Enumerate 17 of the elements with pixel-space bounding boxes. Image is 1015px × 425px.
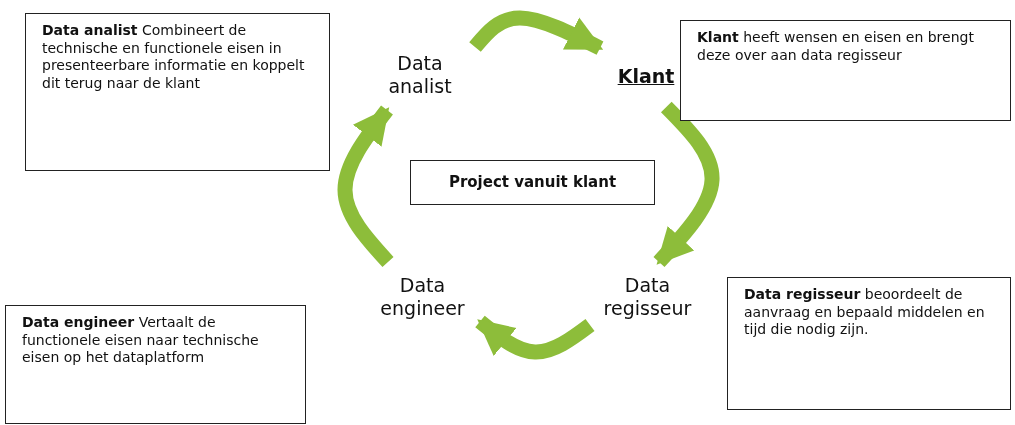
role-label: Data regisseur	[602, 274, 693, 320]
curved-arrow	[475, 315, 595, 360]
description-box	[5, 305, 306, 424]
role-label: Data analist	[387, 52, 453, 98]
description-box	[680, 20, 1011, 121]
description-text: Data regisseur beoordeelt de aanvraag en bepaald middelen en tijd die nodig zijn.	[744, 286, 986, 339]
description-text: Klant heeft wensen en eisen en brengt deze over aan data regisseur	[697, 29, 975, 64]
description-box	[727, 277, 1011, 410]
title-text: Project vanuit klant	[448, 173, 617, 192]
curved-arrow	[653, 101, 720, 268]
role-label: Data engineer	[379, 274, 466, 320]
description-box	[25, 13, 330, 171]
title-box	[410, 160, 655, 205]
curved-arrow	[337, 105, 394, 268]
description-text: Data engineer Vertaalt de functionele eisen naar technische eisen op het dataplatform	[22, 314, 260, 367]
description-text: Data analist Combineert de technische en functionele eisen in presenteerbare informatie en koppelt dit terug naar de klant	[42, 22, 306, 92]
role-label: Klant	[617, 64, 675, 88]
